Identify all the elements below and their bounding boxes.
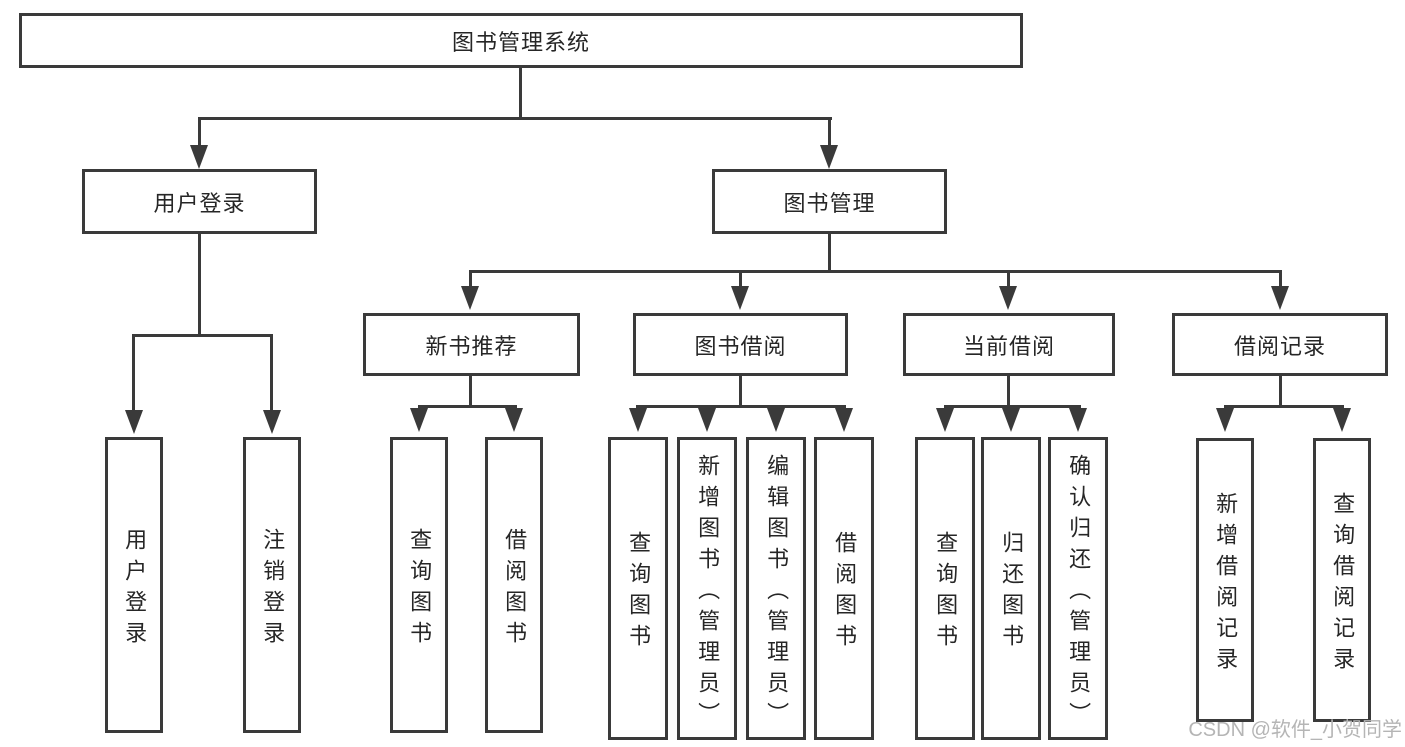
connector-new-book-hline xyxy=(418,405,517,408)
leaf-query-books-borrowing-label: 查询图书 xyxy=(626,531,652,655)
arrow-down-icon xyxy=(1069,408,1087,432)
connector-book-mgmt-stub xyxy=(828,117,831,147)
node-root-label: 图书管理系统 xyxy=(451,29,590,55)
arrow-down-icon xyxy=(1271,286,1289,310)
arrow-down-icon xyxy=(1216,408,1234,432)
node-borrowing-records-label: 借阅记录 xyxy=(1233,333,1326,359)
arrow-down-icon xyxy=(505,408,523,432)
leaf-edit-books-admin: 编辑图书（管理员） xyxy=(746,437,806,740)
connector-current-borrow-drop xyxy=(1007,376,1010,408)
leaf-confirm-return-admin: 确认归还（管理员） xyxy=(1048,437,1108,740)
leaf-query-borrow-record: 查询借阅记录 xyxy=(1313,438,1371,722)
node-user-login-label: 用户登录 xyxy=(153,190,246,216)
leaf-query-books-current: 查询图书 xyxy=(915,437,975,740)
leaf-add-borrow-record: 新增借阅记录 xyxy=(1196,438,1254,722)
connector-records-drop xyxy=(1279,376,1282,408)
connector-leaf-stub xyxy=(1007,270,1010,287)
connector-book-borrow-drop xyxy=(739,376,742,408)
arrow-down-icon xyxy=(410,408,428,432)
leaf-add-books-admin: 新增图书（管理员） xyxy=(677,437,737,740)
arrow-down-icon xyxy=(629,408,647,432)
connector-user-login-drop xyxy=(198,234,201,337)
leaf-borrow-books-recommend-label: 借阅图书 xyxy=(502,527,528,652)
arrow-down-icon xyxy=(936,408,954,432)
leaf-query-books-current-label: 查询图书 xyxy=(933,531,959,655)
leaf-confirm-return-admin-label: 确认归还（管理员） xyxy=(1066,453,1092,733)
leaf-user-login-label: 用户登录 xyxy=(122,527,148,652)
connector-new-book-drop xyxy=(469,376,472,408)
leaf-edit-books-admin-label: 编辑图书（管理员） xyxy=(764,453,790,733)
connector-leaf-stub xyxy=(270,334,273,411)
leaf-add-books-admin-label: 新增图书（管理员） xyxy=(695,453,721,733)
connector-leaf-stub xyxy=(1279,270,1282,287)
arrow-down-icon xyxy=(835,408,853,432)
leaf-return-books: 归还图书 xyxy=(981,437,1041,740)
node-book-borrowing-label: 图书借阅 xyxy=(694,333,787,359)
arrow-down-icon xyxy=(731,286,749,310)
arrow-down-icon xyxy=(461,286,479,310)
node-root: 图书管理系统 xyxy=(19,13,1023,68)
arrow-down-icon xyxy=(190,145,208,169)
arrow-down-icon xyxy=(1002,408,1020,432)
leaf-borrow-books-recommend: 借阅图书 xyxy=(485,437,543,733)
leaf-logout: 注销登录 xyxy=(243,437,301,733)
connector-level1-hline xyxy=(198,117,832,120)
arrow-down-icon xyxy=(1333,408,1351,432)
connector-leaf-stub xyxy=(469,270,472,287)
node-book-management: 图书管理 xyxy=(712,169,947,234)
connector-leaf-stub xyxy=(132,334,135,411)
node-book-management-label: 图书管理 xyxy=(783,190,876,216)
node-current-borrowing: 当前借阅 xyxy=(903,313,1115,376)
leaf-return-books-label: 归还图书 xyxy=(999,531,1025,655)
node-user-login: 用户登录 xyxy=(82,169,317,234)
leaf-add-borrow-record-label: 新增借阅记录 xyxy=(1213,491,1239,678)
connector-records-hline xyxy=(1224,405,1344,408)
arrow-down-icon xyxy=(125,410,143,434)
connector-user-login-hline xyxy=(133,334,273,337)
connector-book-borrow-hline xyxy=(636,405,846,408)
arrow-down-icon xyxy=(999,286,1017,310)
node-borrowing-records: 借阅记录 xyxy=(1172,313,1388,376)
connector-current-borrow-hline xyxy=(944,405,1081,408)
watermark: CSDN @软件_小贺同学 xyxy=(1188,719,1402,741)
arrow-down-icon xyxy=(263,410,281,434)
arrow-down-icon xyxy=(767,408,785,432)
arrow-down-icon xyxy=(698,408,716,432)
connector-leaf-stub xyxy=(739,270,742,287)
node-book-borrowing: 图书借阅 xyxy=(633,313,848,376)
connector-level2-hline xyxy=(469,270,1282,273)
leaf-user-login: 用户登录 xyxy=(105,437,163,733)
node-new-book-recommend: 新书推荐 xyxy=(363,313,580,376)
node-new-book-recommend-label: 新书推荐 xyxy=(425,333,518,359)
connector-user-login-stub xyxy=(198,117,201,147)
leaf-query-borrow-record-label: 查询借阅记录 xyxy=(1330,491,1356,678)
leaf-borrow-books-borrowing: 借阅图书 xyxy=(814,437,874,740)
leaf-query-books-borrowing: 查询图书 xyxy=(608,437,668,740)
leaf-query-books-recommend: 查询图书 xyxy=(390,437,448,733)
leaf-query-books-recommend-label: 查询图书 xyxy=(407,527,433,652)
leaf-logout-label: 注销登录 xyxy=(260,527,286,652)
leaf-borrow-books-borrowing-label: 借阅图书 xyxy=(832,531,858,655)
connector-book-mgmt-drop xyxy=(828,234,831,273)
node-current-borrowing-label: 当前借阅 xyxy=(962,333,1055,359)
connector-root-drop xyxy=(519,68,522,119)
arrow-down-icon xyxy=(820,145,838,169)
